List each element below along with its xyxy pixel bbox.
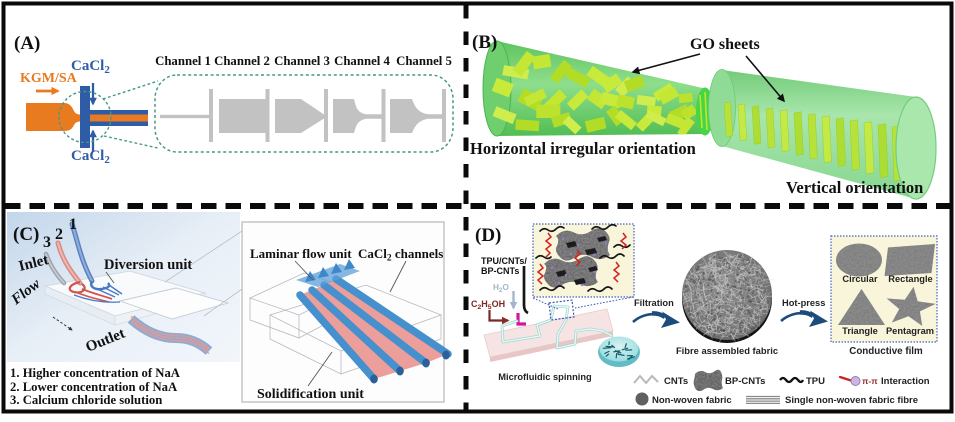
svg-text:BP-CNTs: BP-CNTs [481,266,519,276]
svg-text:Fibre assembled fabric: Fibre assembled fabric [676,345,778,356]
svg-text:1. Higher concentration of NaA: 1. Higher concentration of NaA [10,366,181,380]
svg-text:Channel 5: Channel 5 [396,54,452,68]
svg-text:Pentagram: Pentagram [886,326,934,336]
svg-text:Solidification unit: Solidification unit [257,387,364,402]
svg-text:Conductive film: Conductive film [849,346,923,357]
svg-text:Laminar flow unit: Laminar flow unit [250,246,352,261]
svg-text:2. Lower concentration of NaA: 2. Lower concentration of NaA [10,380,178,394]
svg-text:(B): (B) [472,32,497,53]
svg-text:CNTs: CNTs [664,376,688,387]
svg-text:Channel 1: Channel 1 [155,54,211,68]
svg-text:3. Calcium chloride solution: 3. Calcium chloride solution [10,393,162,407]
svg-text:Circular: Circular [842,274,878,284]
svg-text:H2O: H2O [493,283,509,294]
svg-text:CaCl2: CaCl2 [71,58,110,76]
svg-text:Diversion unit: Diversion unit [104,257,192,273]
svg-text:Rectangle: Rectangle [888,274,932,284]
svg-text:Triangle: Triangle [842,326,878,336]
svg-text:Vertical orientation: Vertical orientation [786,178,923,197]
svg-text:KGM/SA: KGM/SA [20,71,78,86]
svg-text:(D): (D) [475,225,501,246]
svg-text:CaCl2 channels: CaCl2 channels [358,246,443,264]
svg-text:Channel 3: Channel 3 [274,54,330,68]
svg-text:Filtration: Filtration [634,298,674,308]
svg-text:C2H5OH: C2H5OH [471,299,505,311]
svg-text:Microfluidic spinning: Microfluidic spinning [498,372,592,382]
svg-text:Hot-press: Hot-press [782,298,825,308]
svg-text:Single non-woven fabric fibre: Single non-woven fabric fibre [785,395,918,406]
svg-text:(A): (A) [14,33,40,54]
svg-text:π-π: π-π [862,376,878,386]
svg-text:Interaction: Interaction [881,376,930,387]
svg-text:1: 1 [69,216,77,233]
svg-text:Non-woven fabric: Non-woven fabric [652,395,732,406]
svg-text:TPU/CNTs/: TPU/CNTs/ [481,256,527,266]
svg-text:CaCl2: CaCl2 [71,148,110,166]
svg-text:Channel 2: Channel 2 [214,54,270,68]
svg-text:2: 2 [55,226,63,243]
svg-text:BP-CNTs: BP-CNTs [725,376,765,387]
svg-text:3: 3 [43,234,51,251]
svg-text:GO sheets: GO sheets [690,36,760,53]
svg-text:TPU: TPU [806,376,825,387]
svg-text:Horizontal irregular orientati: Horizontal irregular orientation [470,139,696,158]
svg-text:Channel 4: Channel 4 [334,54,390,68]
svg-text:(C): (C) [13,224,39,245]
